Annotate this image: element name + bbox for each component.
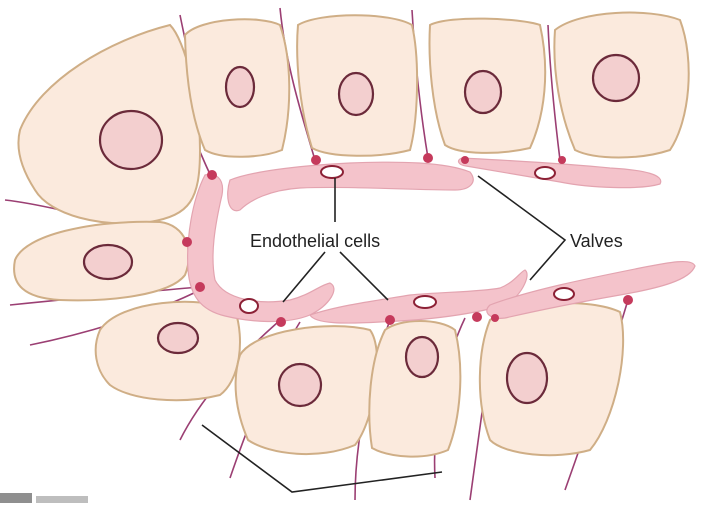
cell-nucleus [158,323,198,353]
cell-nucleus [100,111,162,169]
junction-dot [491,314,499,322]
cell-nucleus [507,353,547,403]
junction-dot [461,156,469,164]
cell-nucleus [406,337,438,377]
endothelial-nucleus [321,166,343,178]
junction-dot [182,237,192,247]
endothelial-cell [228,162,473,211]
valves-leader [478,176,565,280]
endothelial-nucleus [554,288,574,300]
junction-dot [276,317,286,327]
cell-nucleus [465,71,501,113]
junction-dot [207,170,217,180]
junction-dot [623,295,633,305]
junction-dot [195,282,205,292]
cropped-label-remnant [0,493,88,503]
junction-dot [472,312,482,322]
cell-nucleus [339,73,373,115]
tissue-cell [480,303,623,455]
junction-dot [558,156,566,164]
cell-nucleus [84,245,132,279]
endothelial-nucleus [240,299,258,313]
endothelial-nucleus [535,167,555,179]
junction-dot [423,153,433,163]
junction-dot [385,315,395,325]
cell-nucleus [226,67,254,107]
endothelial-nucleus [414,296,436,308]
valves-label: Valves [570,231,623,251]
endothelial-leader [340,252,388,300]
endothelial-cells-label: Endothelial cells [250,231,380,251]
junction-dot [311,155,321,165]
cell-nucleus [279,364,321,406]
cell-nucleus [593,55,639,101]
